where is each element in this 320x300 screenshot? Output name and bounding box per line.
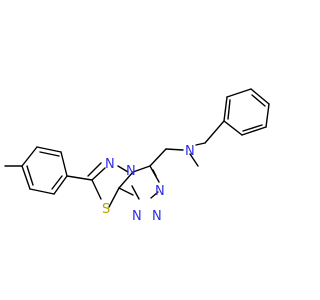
thiadiazole-s-label: S (102, 202, 110, 217)
benzyl-phenyl-ring (223, 88, 270, 136)
tolyl-ring (4, 146, 93, 195)
thiadiazole-n-label: N (105, 157, 115, 172)
triazole-n-top-label: N (155, 184, 165, 199)
triazole-ring (118, 165, 160, 200)
amine-n-label: N (185, 144, 195, 159)
atom-labels: N N N N N N S (102, 144, 195, 224)
bridge-n-label: N (126, 164, 136, 179)
bonds (4, 88, 270, 208)
triazole-n-right-label: N (152, 209, 162, 224)
molecule-structure: N N N N N N S (4, 88, 270, 224)
thiadiazole-ring (87, 162, 134, 208)
triazole-n-left-label: N (132, 209, 142, 224)
